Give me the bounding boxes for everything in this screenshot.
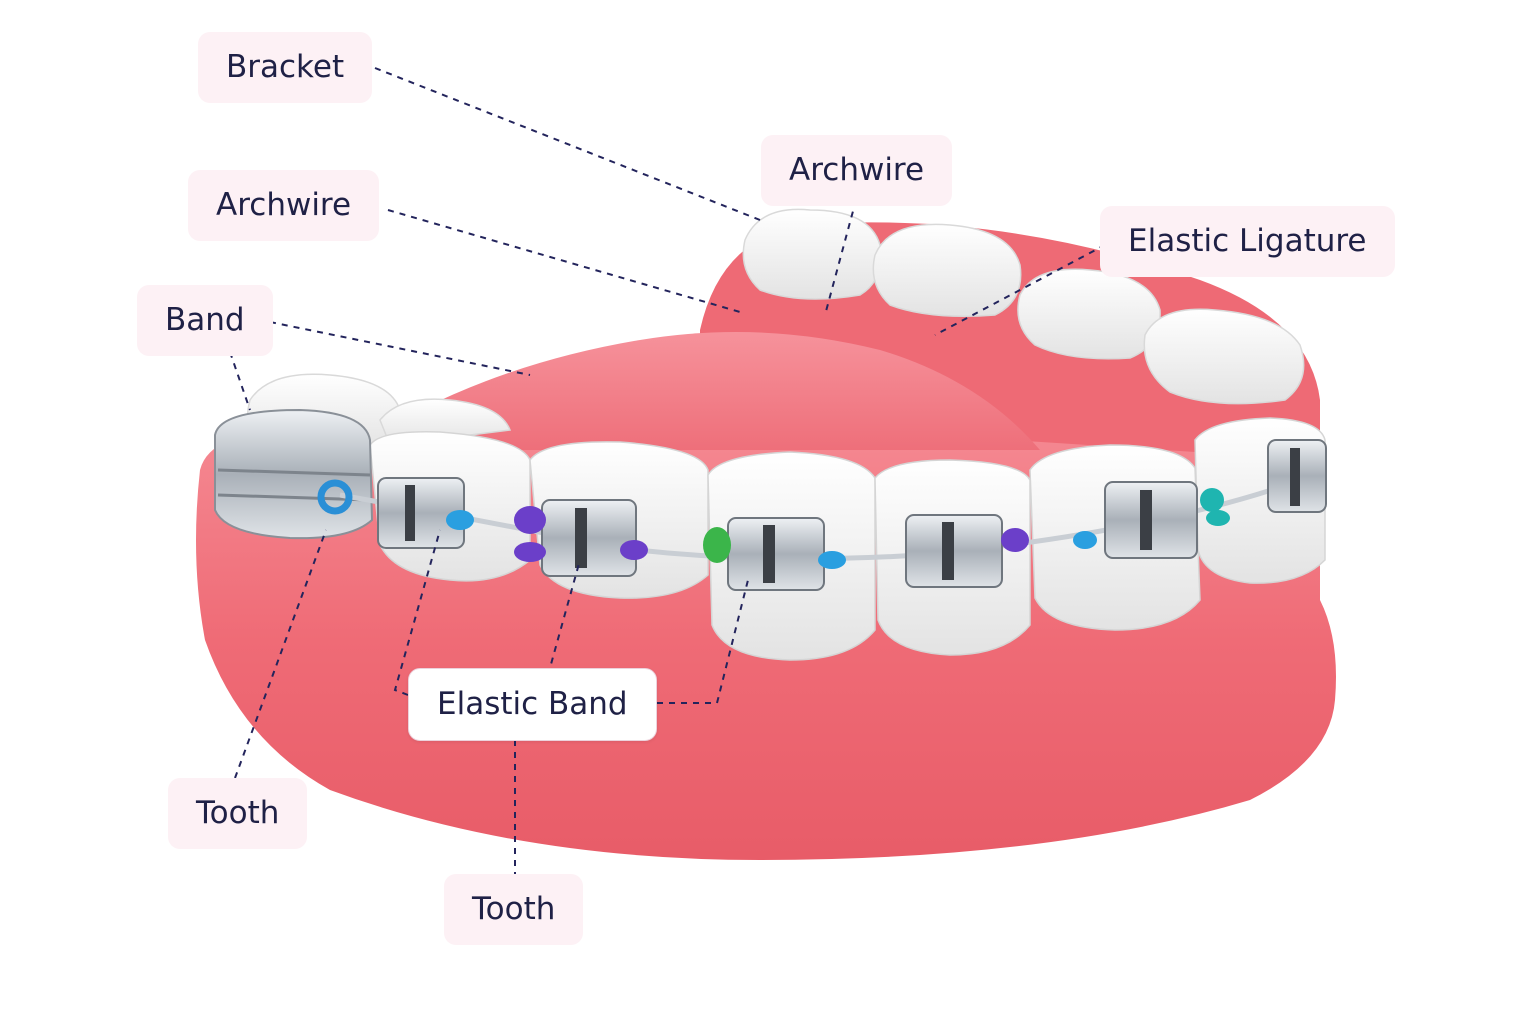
label-bracket: Bracket bbox=[198, 32, 372, 103]
label-tooth-left: Tooth bbox=[168, 778, 307, 849]
label-archwire-top: Archwire bbox=[761, 135, 952, 206]
label-elastic-ligature: Elastic Ligature bbox=[1100, 206, 1395, 277]
leader-archwire-left bbox=[388, 210, 740, 312]
label-tooth-bottom: Tooth bbox=[444, 874, 583, 945]
molar-band bbox=[215, 410, 372, 538]
leader-band-down bbox=[230, 352, 250, 410]
leader-band bbox=[270, 322, 530, 375]
label-archwire-left: Archwire bbox=[188, 170, 379, 241]
leader-bracket bbox=[375, 68, 760, 220]
label-elastic-band: Elastic Band bbox=[408, 668, 657, 741]
label-band: Band bbox=[137, 285, 273, 356]
